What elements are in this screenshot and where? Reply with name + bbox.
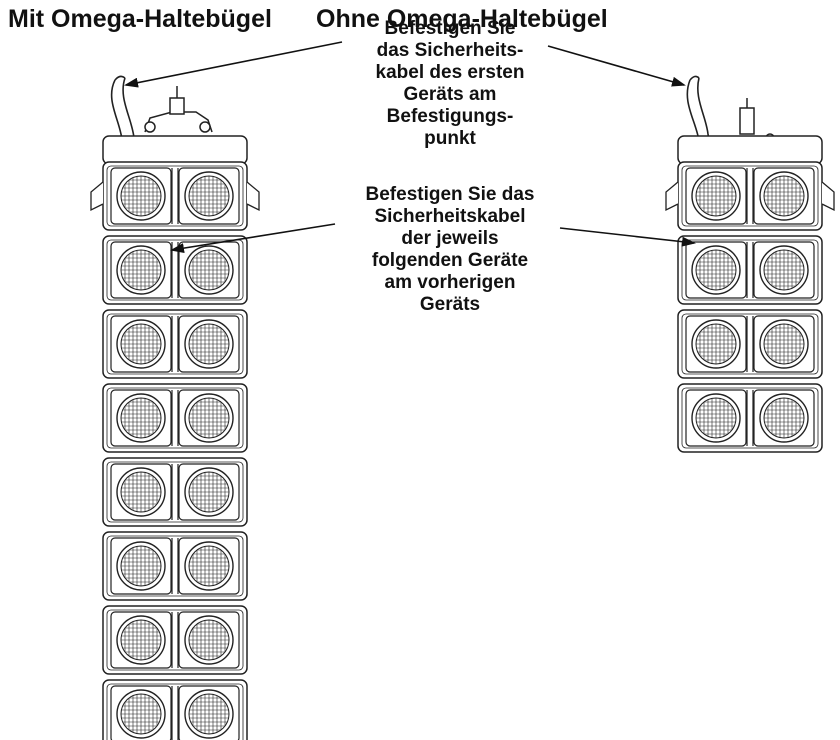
fixture-stack-without-omega [665, 135, 835, 453]
callout-following-units: Befestigen Sie das Sicherheitskabel der … [318, 184, 582, 316]
top-housing [677, 135, 823, 165]
fixture-unit [665, 161, 835, 231]
fixture-unit [102, 679, 248, 740]
fixture-unit [102, 457, 248, 527]
callout-first-line: Befestigungs- [386, 106, 514, 127]
arrow-to-right-unit [559, 227, 696, 247]
title-with-omega: Mit Omega-Haltebügel [8, 5, 272, 33]
callout-following-line: folgenden Geräte [371, 250, 529, 271]
fixture-unit [102, 235, 248, 305]
fixture-unit [677, 309, 823, 379]
fixture-unit [677, 235, 823, 305]
callout-following-line: Befestigen Sie das [365, 184, 535, 205]
fixture-unit [102, 531, 248, 601]
fixture-unit [102, 605, 248, 675]
arrow-to-left-unit [170, 223, 336, 254]
arrow-to-left-attachment [124, 41, 343, 88]
callout-first-line: Geräts am [403, 84, 497, 105]
fixture-unit [102, 309, 248, 379]
fixture-stack-with-omega [90, 135, 260, 740]
fixture-unit [102, 383, 248, 453]
callout-following-line: Geräts [419, 294, 481, 315]
arrow-to-right-attachment [547, 45, 686, 87]
fixture-unit [90, 161, 260, 231]
fixture-unit [677, 383, 823, 453]
callout-first-line: kabel des ersten [375, 62, 525, 83]
title-without-omega: Ohne Omega-Haltebügel [316, 5, 608, 33]
top-housing [102, 135, 248, 165]
callout-first-line: Befestigen Sie [384, 18, 516, 39]
omega-bracket-left [144, 86, 213, 133]
callout-following-line: der jeweils [401, 228, 499, 249]
callout-first-unit: Befestigen Sie das Sicherheits- kabel de… [330, 18, 570, 150]
callout-first-line: punkt [424, 128, 476, 149]
callout-following-line: am vorherigen [384, 272, 516, 293]
callout-first-line: das Sicherheits- [376, 40, 524, 61]
callout-following-line: Sicherheitskabel [374, 206, 526, 227]
